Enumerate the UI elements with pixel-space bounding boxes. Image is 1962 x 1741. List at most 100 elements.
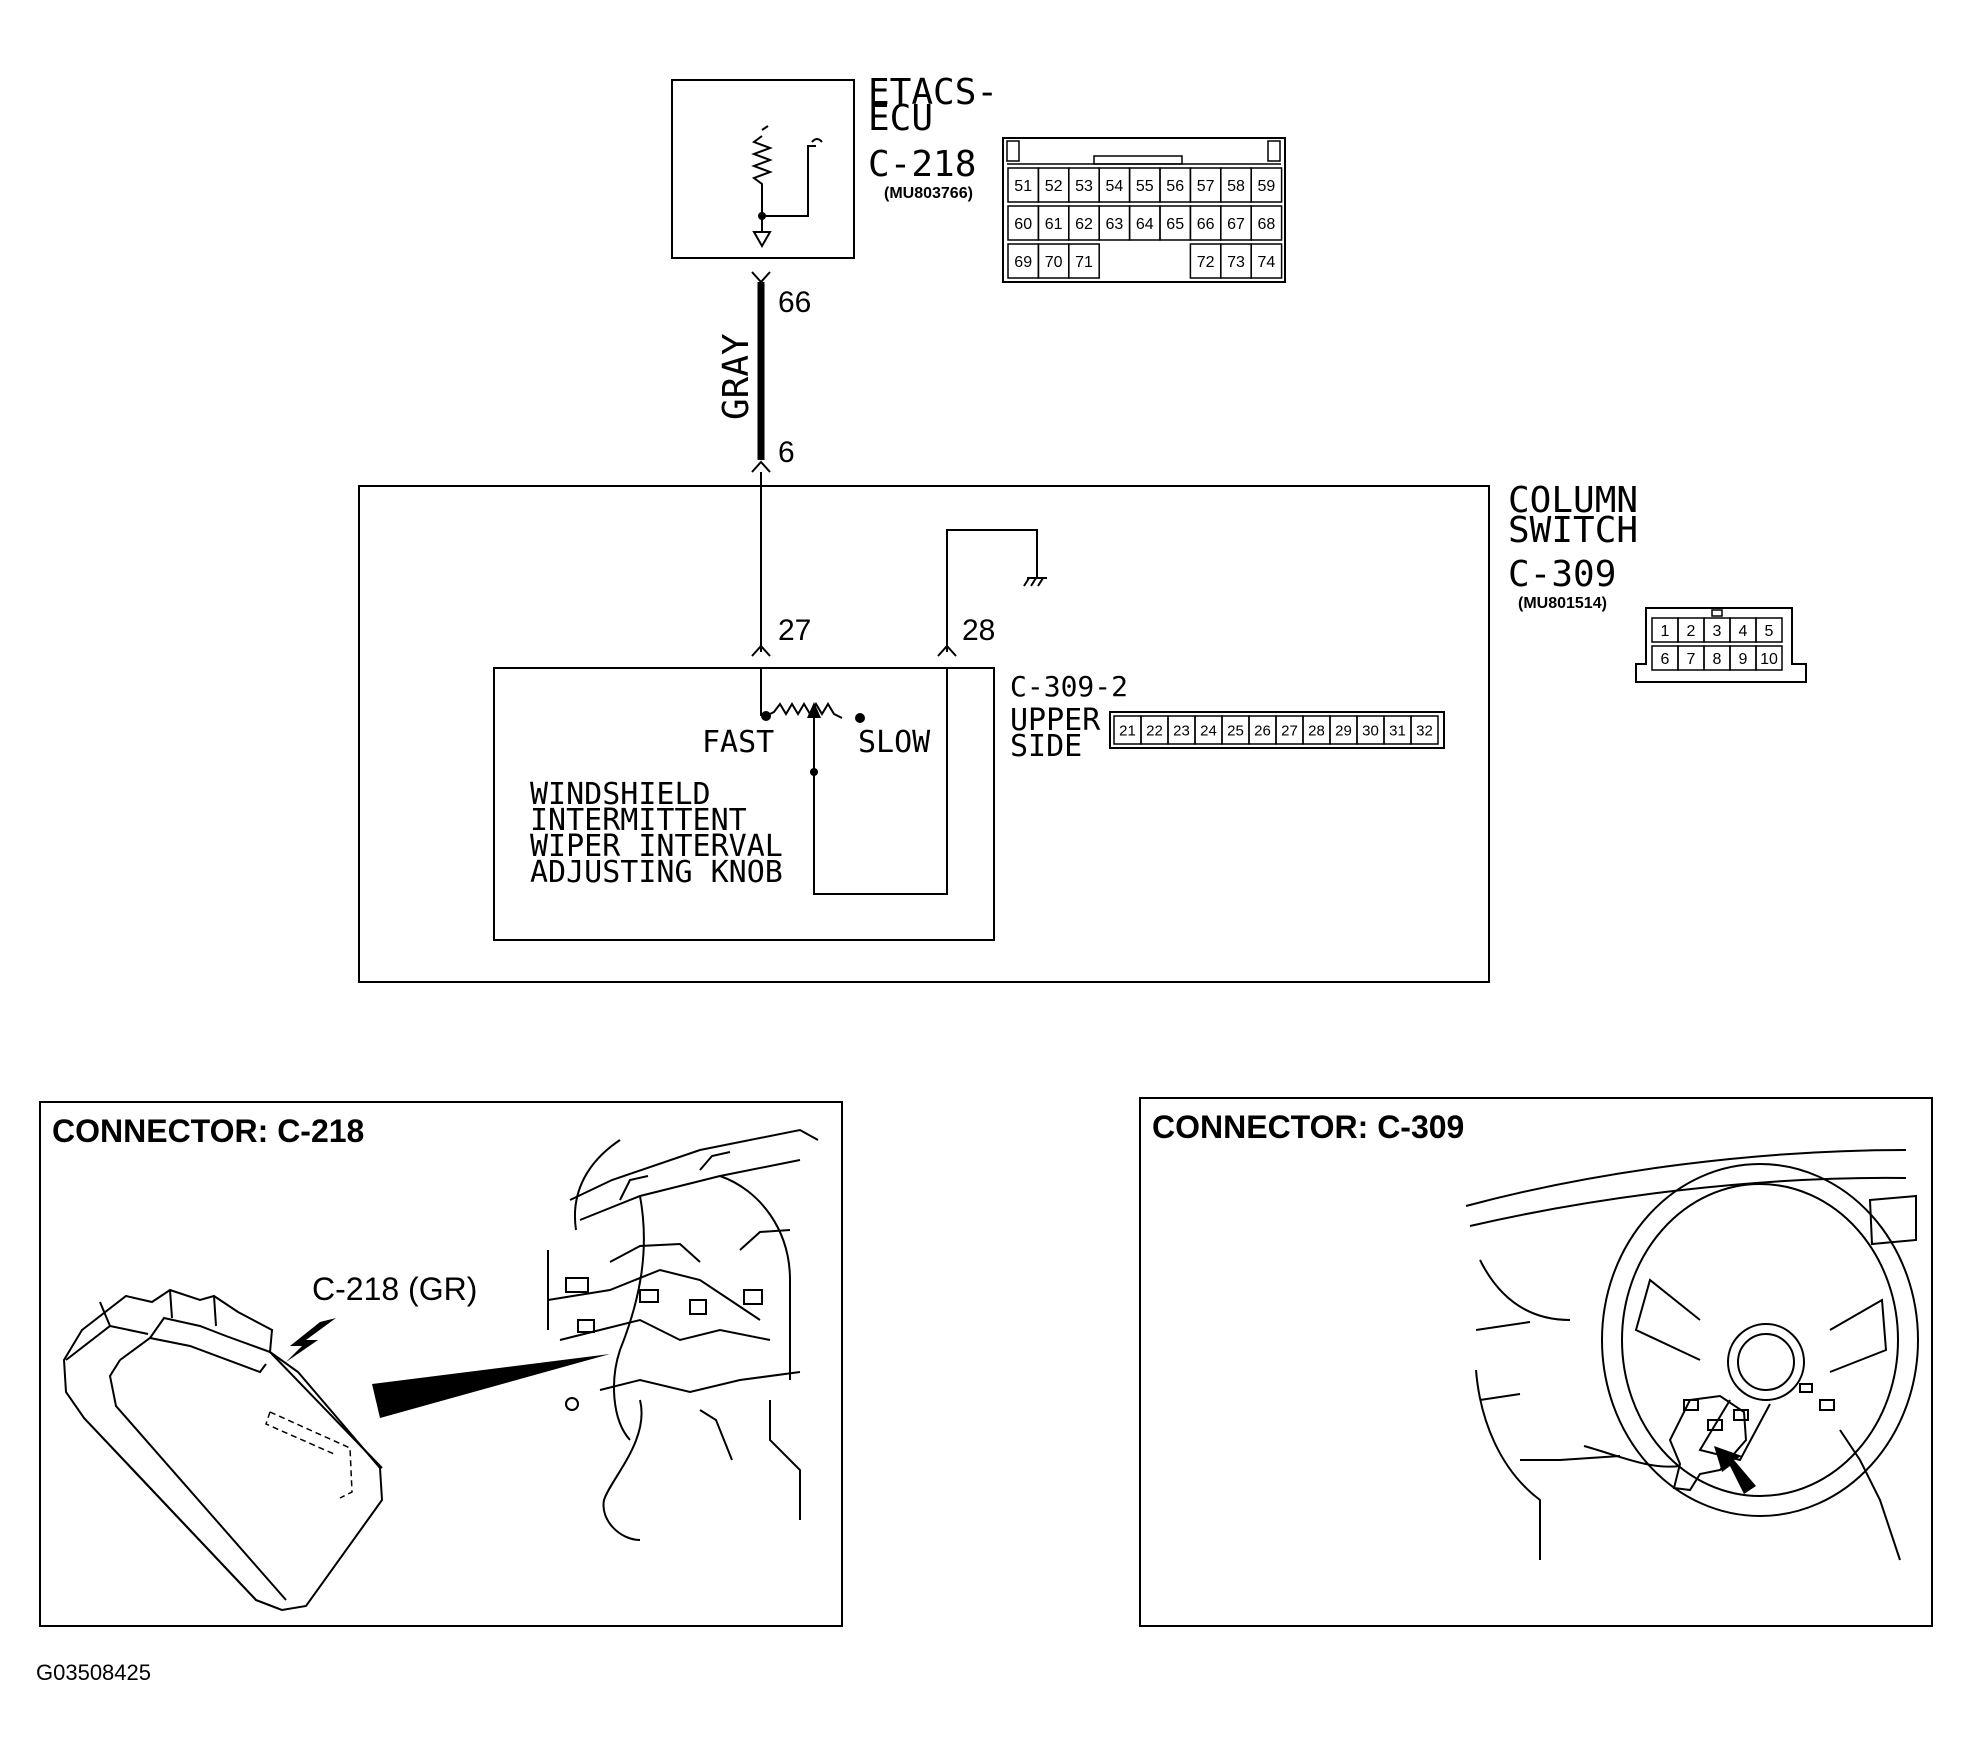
etacs-pin-68: 68 [1258, 216, 1276, 233]
etacs-name-line2: ECU [868, 98, 933, 139]
wiper-knob-box [493, 667, 995, 941]
c309-pointer-arrow-icon [1714, 1446, 1756, 1494]
pin-27-terminal-icon [751, 644, 771, 657]
connector-c218-panel: CONNECTOR: C-218 C-218 (GR) [39, 1101, 843, 1627]
etacs-pin-60: 60 [1014, 216, 1032, 233]
c309-2-pin-28: 28 [1308, 722, 1325, 739]
c309-pin-9: 9 [1739, 651, 1748, 668]
etacs-pin-74-cell [1250, 243, 1283, 279]
panel-left-frame [39, 1101, 843, 1627]
knob-label-line3: WIPER INTERVAL [530, 829, 783, 864]
column-switch-connector-id: C-309 [1508, 554, 1616, 595]
ground-wire [946, 529, 1038, 652]
knob-slow-label: SLOW [858, 725, 931, 760]
wire-bottom-terminal-icon [751, 460, 771, 473]
etacs-pin-72: 72 [1197, 254, 1215, 271]
connector-c309-panel: CONNECTOR: C-309 [1139, 1097, 1933, 1627]
pin-27-label: 27 [778, 614, 811, 647]
figure-id: G03508425 [36, 1660, 151, 1685]
c309-2-face [1109, 711, 1445, 749]
knob-fast-label: FAST [702, 725, 774, 760]
knob-label-line1: WINDSHIELD [530, 777, 711, 812]
etacs-pin-68-cell [1250, 205, 1283, 241]
c309-2-pin-29: 29 [1335, 722, 1352, 739]
ecu-internal-resistor-icon [751, 125, 823, 249]
c309-2-pin-25: 25 [1227, 722, 1244, 739]
wire-top-terminal-icon [751, 271, 771, 284]
etacs-pin-55: 55 [1136, 178, 1154, 195]
pin-28-label: 28 [962, 614, 995, 647]
pin-28-terminal-icon [937, 644, 957, 657]
panel-right-title: CONNECTOR: C-309 [1152, 1109, 1464, 1145]
etacs-pin-71-cell [1068, 243, 1100, 279]
wire-bottom-pin: 6 [778, 436, 795, 469]
c309-2-pin-32-cell [1410, 715, 1439, 745]
etacs-ecu-box [671, 79, 855, 259]
etacs-pin-71: 71 [1075, 254, 1093, 271]
column-switch-name-line2: SWITCH [1508, 510, 1638, 551]
etacs-pin-51: 51 [1014, 178, 1032, 195]
etacs-pin-56: 56 [1166, 178, 1184, 195]
gray-wire: 66 6 GRAY [716, 271, 811, 473]
callout-arrow-icon [286, 1318, 336, 1362]
c309-2-pin-22: 22 [1146, 722, 1163, 739]
etacs-pin-63: 63 [1106, 216, 1124, 233]
etacs-pin-64: 64 [1136, 216, 1154, 233]
c309-2-pin-32: 32 [1416, 722, 1433, 739]
wire-color-label: GRAY [716, 333, 757, 420]
etacs-part-number: (MU803766) [884, 185, 973, 202]
etacs-pin-61: 61 [1045, 216, 1063, 233]
dashboard-wiring-illustration [547, 1128, 819, 1541]
c309-pin-5: 5 [1765, 623, 1774, 640]
etacs-pin-58: 58 [1227, 178, 1245, 195]
etacs-pin-73: 73 [1227, 254, 1245, 271]
c309-2-side-line2: SIDE [1010, 729, 1082, 764]
c309-pin-10-cell [1755, 645, 1783, 671]
etacs-pin-74: 74 [1258, 254, 1276, 271]
ground-icon [1023, 577, 1047, 587]
etacs-pin-65: 65 [1166, 216, 1184, 233]
etacs-pin-67: 67 [1227, 216, 1245, 233]
etacs-pin-69: 69 [1014, 254, 1032, 271]
c309-2-pin-26: 26 [1254, 722, 1271, 739]
c309-2-pin-30: 30 [1362, 722, 1379, 739]
c309-2-pin-27: 27 [1281, 722, 1298, 739]
panel-left-title: CONNECTOR: C-218 [52, 1113, 364, 1149]
etacs-pin-52: 52 [1045, 178, 1063, 195]
c309-pin-4: 4 [1739, 623, 1748, 640]
c309-pin-10: 10 [1760, 651, 1778, 668]
etacs-name-line1: ETACS- [868, 72, 998, 113]
ecu-module-illustration [62, 1288, 384, 1612]
wire-top-pin: 66 [778, 286, 811, 319]
etacs-pin-57: 57 [1197, 178, 1215, 195]
c309-2-pin-23: 23 [1173, 722, 1190, 739]
column-switch-part-number: (MU801514) [1518, 595, 1607, 612]
column-switch-name-line1: COLUMN [1508, 480, 1638, 521]
panel-left-callout: C-218 (GR) [312, 1271, 477, 1307]
etacs-pin-59: 59 [1258, 178, 1276, 195]
c309-pin-1: 1 [1661, 623, 1670, 640]
wiper-knob-block: FAST SLOW WINDSHIELD INTERMITTENT WIPER … [493, 667, 995, 941]
c309-pin-3: 3 [1713, 623, 1722, 640]
knob-label-line2: INTERMITTENT [530, 803, 747, 838]
c309-pin-6: 6 [1661, 651, 1670, 668]
panel-right-frame [1139, 1097, 1933, 1627]
location-pointer-icon [372, 1354, 610, 1418]
etacs-pin-53: 53 [1075, 178, 1093, 195]
etacs-connector-id: C-218 [868, 144, 976, 185]
column-switch-box [358, 485, 1490, 983]
c309-2-pin-24: 24 [1200, 722, 1217, 739]
c309-2-name: C-309-2 [1010, 670, 1128, 703]
variable-resistor-icon [761, 702, 865, 776]
knob-return-wire [813, 668, 948, 895]
c309-pin-2: 2 [1687, 623, 1696, 640]
etacs-pin-59-cell [1250, 167, 1283, 203]
